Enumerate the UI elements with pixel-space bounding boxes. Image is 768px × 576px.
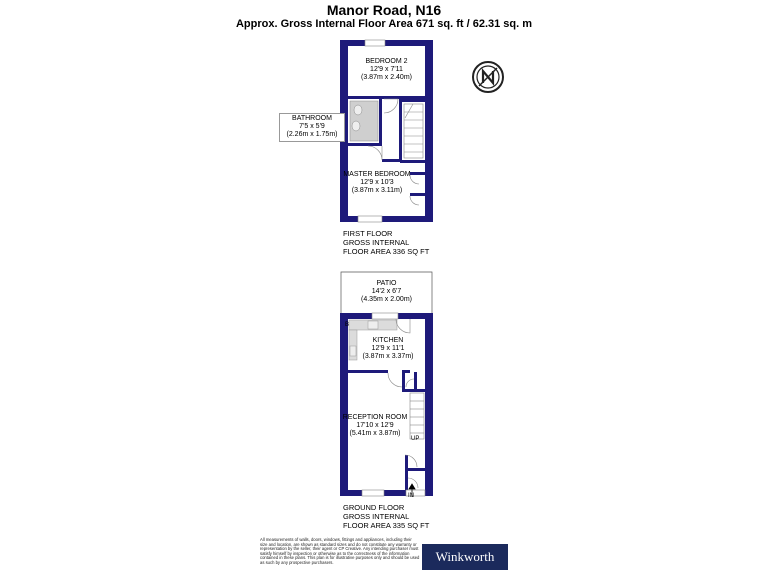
compass-icon	[472, 61, 504, 93]
room-name: BATHROOM	[292, 115, 332, 122]
ground-floor-windows	[361, 312, 426, 497]
room-label-patio: PATIO 14'2 x 6'7 (4.35m x 2.00m)	[341, 280, 432, 304]
room-name: BEDROOM 2	[365, 58, 408, 65]
first-floor-doors	[367, 98, 420, 206]
caption-line: GROUND FLOOR	[343, 503, 405, 512]
room-label-kitchen: KITCHEN 12'9 x 11'1 (3.87m x 3.37m)	[356, 337, 420, 361]
room-size-imperial: 7'5 x 5'9	[299, 123, 325, 130]
room-size-metric: (2.26m x 1.75m)	[286, 131, 338, 138]
room-name: KITCHEN	[372, 337, 404, 344]
caption-line: FLOOR AREA 336 SQ FT	[343, 247, 430, 256]
boiler-marker: B	[345, 322, 350, 328]
room-size-imperial: 12'9 x 11'1	[371, 345, 405, 352]
ground-floor-caption: GROUND FLOOR GROSS INTERNAL FLOOR AREA 3…	[343, 503, 429, 530]
floor-area-subtitle: Approx. Gross Internal Floor Area 671 sq…	[235, 18, 533, 30]
property-title: Manor Road, N16	[326, 2, 442, 18]
room-label-bedroom2: BEDROOM 2 12'9 x 7'11 (3.87m x 2.40m)	[348, 58, 425, 82]
room-label-bathroom: BATHROOM 7'5 x 5'9 (2.26m x 1.75m)	[279, 113, 345, 142]
room-name: PATIO	[376, 280, 397, 287]
brand-logo: Winkworth	[422, 544, 508, 570]
bathroom-fixtures	[349, 100, 379, 142]
room-size-imperial: 12'9 x 10'3	[360, 179, 394, 186]
room-size-metric: (3.87m x 2.40m)	[361, 74, 412, 81]
ground-floor-doors	[387, 318, 419, 489]
disclaimer-text: All measurements of walls, doors, window…	[260, 537, 420, 565]
first-floor-caption: FIRST FLOOR GROSS INTERNAL FLOOR AREA 33…	[343, 229, 429, 256]
room-size-metric: (4.35m x 2.00m)	[361, 296, 412, 303]
room-size-imperial: 12'9 x 7'11	[370, 66, 403, 73]
room-name: RECEPTION ROOM	[342, 414, 408, 421]
caption-line: GROSS INTERNAL	[343, 512, 410, 521]
first-floor-stairs	[403, 103, 424, 159]
room-name: MASTER BEDROOM	[343, 171, 411, 178]
room-size-metric: (5.41m x 3.87m)	[349, 430, 401, 437]
entrance-marker: IN	[408, 493, 414, 499]
caption-line: FLOOR AREA 335 SQ FT	[343, 521, 430, 530]
room-size-imperial: 17'10 x 12'9	[356, 422, 394, 429]
stairs-up-marker: UP	[411, 436, 420, 442]
first-floor-windows	[357, 39, 386, 223]
room-label-reception: RECEPTION ROOM 17'10 x 12'9 (5.41m x 3.8…	[341, 414, 409, 438]
caption-line: GROSS INTERNAL	[343, 238, 410, 247]
patio-outline	[340, 271, 433, 316]
room-size-metric: (3.87m x 3.37m)	[362, 353, 414, 360]
room-size-imperial: 14'2 x 6'7	[371, 288, 402, 295]
caption-line: FIRST FLOOR	[343, 229, 393, 238]
entrance-arrow	[408, 483, 416, 497]
room-label-master-bedroom: MASTER BEDROOM 12'9 x 10'3 (3.87m x 3.11…	[342, 171, 412, 195]
ground-floor-stairs	[409, 392, 425, 440]
room-size-metric: (3.87m x 3.11m)	[351, 187, 403, 194]
